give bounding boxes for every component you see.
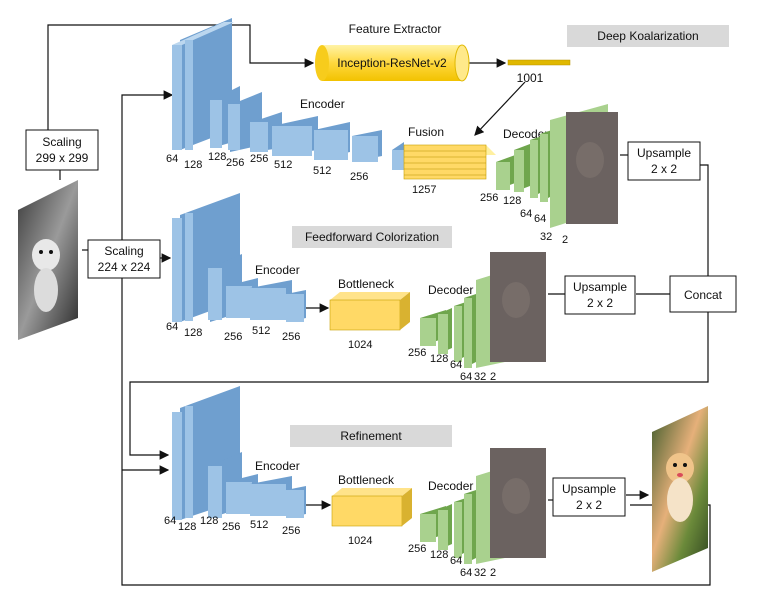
scaling-box-299: Scaling 299 x 299 bbox=[25, 129, 99, 171]
feature-extractor-title: Feature Extractor bbox=[349, 22, 442, 36]
svg-text:1257: 1257 bbox=[412, 184, 436, 196]
output-color-image bbox=[652, 406, 708, 572]
inception-cylinder: Inception-ResNet-v2 bbox=[315, 44, 470, 82]
row2-decoder-numbers: 256 128 64 64 32 2 bbox=[408, 347, 496, 383]
svg-text:1001: 1001 bbox=[517, 71, 544, 85]
row3-encoder: Encoder bbox=[172, 386, 306, 520]
svg-text:64: 64 bbox=[164, 515, 176, 527]
row3-bottleneck: Bottleneck 1024 bbox=[331, 473, 412, 547]
svg-text:256: 256 bbox=[282, 525, 300, 537]
svg-text:256: 256 bbox=[250, 153, 268, 165]
svg-text:Concat: Concat bbox=[684, 288, 723, 302]
svg-text:Encoder: Encoder bbox=[255, 263, 300, 277]
svg-text:512: 512 bbox=[313, 165, 331, 177]
svg-text:128: 128 bbox=[200, 515, 218, 527]
svg-text:256: 256 bbox=[480, 192, 498, 204]
row1-decoder: Decoder bbox=[496, 104, 618, 228]
svg-text:Fusion: Fusion bbox=[408, 125, 444, 139]
svg-text:2 x 2: 2 x 2 bbox=[576, 498, 602, 512]
svg-text:Scaling: Scaling bbox=[42, 135, 81, 149]
svg-text:Inception-ResNet-v2: Inception-ResNet-v2 bbox=[337, 56, 447, 70]
svg-text:Upsample: Upsample bbox=[562, 482, 616, 496]
svg-text:Decoder: Decoder bbox=[428, 283, 473, 297]
fusion-block: Fusion 1257 bbox=[392, 125, 496, 196]
svg-text:64: 64 bbox=[460, 567, 472, 579]
svg-text:Decoder: Decoder bbox=[503, 127, 548, 141]
row3-upsample-box: Upsample 2 x 2 bbox=[552, 477, 626, 517]
svg-text:Refinement: Refinement bbox=[340, 429, 402, 443]
svg-text:256: 256 bbox=[226, 157, 244, 169]
svg-text:299 x 299: 299 x 299 bbox=[36, 151, 89, 165]
svg-text:64: 64 bbox=[460, 371, 472, 383]
svg-text:256: 256 bbox=[282, 331, 300, 343]
svg-text:256: 256 bbox=[222, 521, 240, 533]
svg-text:128: 128 bbox=[178, 521, 196, 533]
row1-upsample-box: Upsample 2 x 2 bbox=[627, 141, 701, 181]
connector-lines bbox=[47, 24, 711, 586]
feature-vector-1001: 1001 bbox=[507, 59, 571, 85]
svg-text:Encoder: Encoder bbox=[300, 97, 345, 111]
row1-decoder-numbers: 256 128 64 64 32 2 bbox=[480, 192, 568, 246]
svg-text:128: 128 bbox=[208, 151, 226, 163]
svg-text:128: 128 bbox=[430, 549, 448, 561]
svg-text:512: 512 bbox=[250, 519, 268, 531]
svg-text:64: 64 bbox=[166, 153, 178, 165]
svg-text:64: 64 bbox=[166, 321, 178, 333]
svg-text:64: 64 bbox=[450, 359, 462, 371]
svg-text:32: 32 bbox=[474, 567, 486, 579]
svg-text:64: 64 bbox=[520, 208, 532, 220]
row2-bottleneck: Bottleneck 1024 bbox=[329, 277, 410, 351]
banner-refinement: Refinement bbox=[290, 425, 452, 447]
svg-text:512: 512 bbox=[252, 325, 270, 337]
svg-text:64: 64 bbox=[450, 555, 462, 567]
row3-decoder: Decoder bbox=[420, 448, 546, 564]
row2-decoder: Decoder bbox=[420, 252, 546, 368]
svg-text:Decoder: Decoder bbox=[428, 479, 473, 493]
row2-upsample-box: Upsample 2 x 2 bbox=[564, 275, 636, 315]
svg-text:256: 256 bbox=[408, 347, 426, 359]
svg-text:128: 128 bbox=[430, 353, 448, 365]
svg-text:32: 32 bbox=[540, 231, 552, 243]
svg-text:Deep Koalarization: Deep Koalarization bbox=[597, 29, 698, 43]
row1-encoder: Encoder bbox=[172, 18, 382, 162]
svg-text:Encoder: Encoder bbox=[255, 459, 300, 473]
svg-text:2: 2 bbox=[490, 567, 496, 579]
svg-text:128: 128 bbox=[184, 327, 202, 339]
svg-text:Upsample: Upsample bbox=[573, 280, 627, 294]
svg-text:256: 256 bbox=[408, 543, 426, 555]
row1-encoder-numbers: 64 128 128 256 256 512 512 256 bbox=[166, 151, 368, 183]
svg-text:2: 2 bbox=[490, 371, 496, 383]
input-grayscale-image bbox=[18, 180, 78, 340]
svg-text:Scaling: Scaling bbox=[104, 244, 143, 258]
concat-box: Concat bbox=[669, 275, 737, 313]
row3-decoder-numbers: 256 128 64 64 32 2 bbox=[408, 543, 496, 579]
svg-text:64: 64 bbox=[534, 213, 546, 225]
svg-text:Feedforward Colorization: Feedforward Colorization bbox=[305, 230, 439, 244]
scaling-box-224: Scaling 224 x 224 bbox=[87, 239, 161, 279]
svg-text:256: 256 bbox=[224, 331, 242, 343]
svg-text:2 x 2: 2 x 2 bbox=[587, 296, 613, 310]
row3-encoder-numbers: 64 128 128 256 512 256 bbox=[164, 515, 300, 537]
svg-text:512: 512 bbox=[274, 159, 292, 171]
svg-text:224 x 224: 224 x 224 bbox=[98, 260, 151, 274]
svg-text:128: 128 bbox=[503, 195, 521, 207]
svg-text:256: 256 bbox=[350, 171, 368, 183]
svg-text:Bottleneck: Bottleneck bbox=[338, 473, 395, 487]
svg-text:2: 2 bbox=[562, 234, 568, 246]
row2-encoder: Encoder bbox=[172, 193, 306, 322]
row2-encoder-numbers: 64 128 256 512 256 bbox=[166, 321, 300, 343]
svg-text:128: 128 bbox=[184, 159, 202, 171]
banner-feedforward: Feedforward Colorization bbox=[292, 226, 452, 248]
svg-text:2 x 2: 2 x 2 bbox=[651, 162, 677, 176]
svg-text:1024: 1024 bbox=[348, 535, 372, 547]
svg-text:32: 32 bbox=[474, 371, 486, 383]
svg-text:1024: 1024 bbox=[348, 339, 372, 351]
svg-text:Upsample: Upsample bbox=[637, 146, 691, 160]
svg-text:Bottleneck: Bottleneck bbox=[338, 277, 395, 291]
banner-deep-koalarization: Deep Koalarization bbox=[567, 25, 729, 47]
